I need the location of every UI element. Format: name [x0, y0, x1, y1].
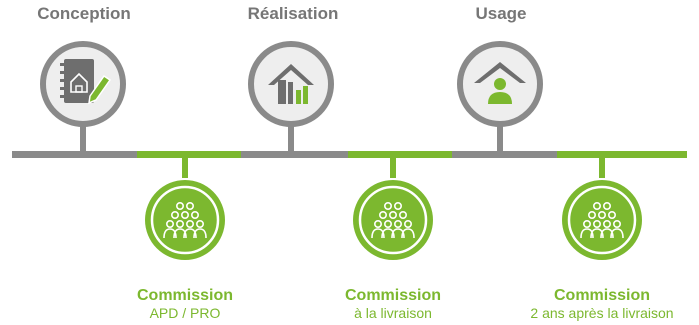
commission-node-2: [353, 180, 433, 260]
commission-subtitle: 2 ans après la livraison: [530, 305, 674, 321]
house-construction-icon: [268, 64, 314, 104]
commission-subtitle: à la livraison: [354, 305, 432, 321]
house-person-icon: [474, 62, 526, 104]
group-people-icon: [163, 202, 207, 239]
commission-subtitle: APD / PRO: [149, 305, 221, 321]
phase-usage-node: [457, 41, 543, 127]
phase-realisation-node: [248, 41, 334, 127]
group-people-icon: [580, 202, 624, 239]
timeline-bar: [12, 151, 687, 158]
commission-node-1: [145, 180, 225, 260]
commission-label-3: Commission 2 ans après la livraison: [512, 287, 692, 322]
commission-title: Commission: [136, 287, 233, 304]
commission-label-1: Commission APD / PRO: [95, 287, 275, 322]
phase-title-conception: Conception: [37, 4, 131, 23]
phase-title-usage: Usage: [475, 4, 527, 23]
commission-label-2: Commission à la livraison: [303, 287, 483, 322]
commission-node-3: [562, 180, 642, 260]
group-people-icon: [371, 202, 415, 239]
commission-title: Commission: [553, 287, 650, 304]
commission-title: Commission: [344, 287, 441, 304]
notebook-house-pencil-icon: [60, 59, 112, 105]
phase-title-realisation: Réalisation: [247, 4, 339, 23]
phase-conception-node: [40, 41, 126, 127]
